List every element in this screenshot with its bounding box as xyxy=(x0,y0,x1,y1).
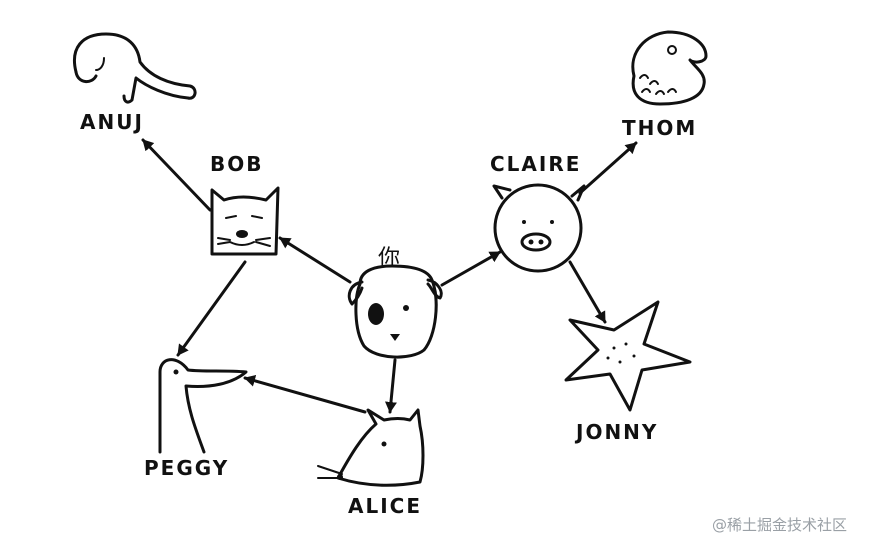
fish-icon xyxy=(631,30,708,106)
rat-icon xyxy=(317,408,425,487)
edge-you-alice xyxy=(384,358,397,414)
node-label-jonny: JONNY xyxy=(576,420,659,444)
dog-icon xyxy=(347,264,443,359)
watermark-text: @稀土掘金技术社区 xyxy=(712,516,848,534)
edge-claire-thom xyxy=(578,141,638,195)
node-label-alice: ALICE xyxy=(348,494,423,518)
node-label-anuj: ANUJ xyxy=(80,110,144,134)
edge-alice-peggy xyxy=(243,374,367,414)
pig-icon xyxy=(492,183,586,273)
edge-you-bob xyxy=(278,236,352,284)
node-label-claire: CLAIRE xyxy=(490,152,582,176)
node-label-bob: BOB xyxy=(210,152,264,176)
node-label-you: 你 xyxy=(378,246,401,271)
bird-icon xyxy=(158,358,248,454)
elephant-icon xyxy=(73,32,197,104)
node-label-peggy: PEGGY xyxy=(144,456,230,480)
starfish-icon xyxy=(564,300,692,412)
cat-icon xyxy=(210,186,280,256)
edge-you-claire xyxy=(440,250,502,287)
edge-claire-jonny xyxy=(568,260,607,324)
edge-bob-anuj xyxy=(141,138,212,212)
edge-bob-peggy xyxy=(176,260,247,357)
node-label-thom: THOM xyxy=(622,116,698,140)
